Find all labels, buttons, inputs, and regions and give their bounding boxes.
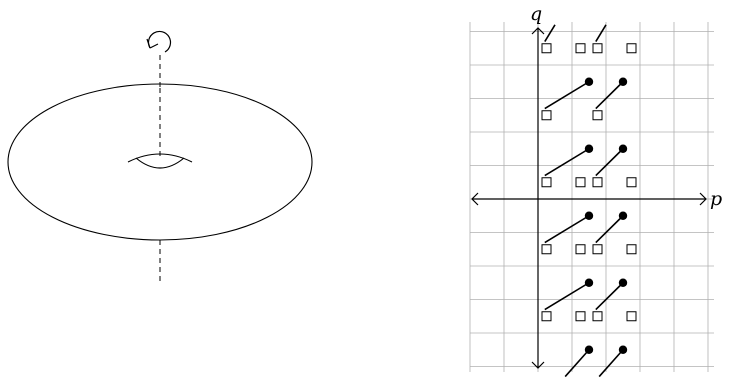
open-square [626, 177, 637, 188]
torus-hole [127, 153, 193, 169]
filled-dot [584, 278, 594, 287]
segment [544, 148, 590, 177]
open-square [541, 110, 552, 121]
open-square [626, 244, 637, 255]
torus-panel [7, 30, 313, 282]
segment [595, 81, 624, 110]
q-axis [531, 27, 545, 369]
filled-dot [618, 345, 628, 354]
grid [469, 22, 714, 372]
open-square [541, 311, 552, 322]
filled-dot [584, 345, 594, 354]
filled-dot [584, 77, 594, 86]
open-square [592, 244, 603, 255]
lattice-panel: p q [469, 3, 722, 378]
filled-dot [584, 144, 594, 153]
open-square [592, 177, 603, 188]
segment [595, 148, 624, 177]
filled-dot [618, 144, 628, 153]
open-squares [541, 43, 637, 322]
segment [544, 24, 556, 42]
filled-dot [618, 278, 628, 287]
open-square [541, 43, 552, 54]
q-axis-label: q [530, 3, 542, 25]
open-square [592, 110, 603, 121]
segment [564, 349, 590, 378]
segment [544, 81, 590, 110]
segment [595, 24, 607, 42]
segments [544, 24, 624, 378]
filled-dots [584, 77, 628, 354]
segment [544, 215, 590, 244]
filled-dot [618, 77, 628, 86]
open-square [575, 177, 586, 188]
open-square [626, 43, 637, 54]
p-axis-label: p [710, 188, 722, 210]
filled-dot [584, 211, 594, 220]
open-square [541, 177, 552, 188]
filled-dot [618, 211, 628, 220]
open-square [575, 244, 586, 255]
open-square [592, 43, 603, 54]
open-square [575, 43, 586, 54]
segment [595, 282, 624, 311]
p-axis [471, 192, 707, 206]
open-square [575, 311, 586, 322]
open-square [541, 244, 552, 255]
circular-arrow-icon [146, 30, 172, 53]
segment [595, 215, 624, 244]
open-square [626, 311, 637, 322]
open-square [592, 311, 603, 322]
segment [544, 282, 590, 311]
segment [598, 349, 624, 378]
